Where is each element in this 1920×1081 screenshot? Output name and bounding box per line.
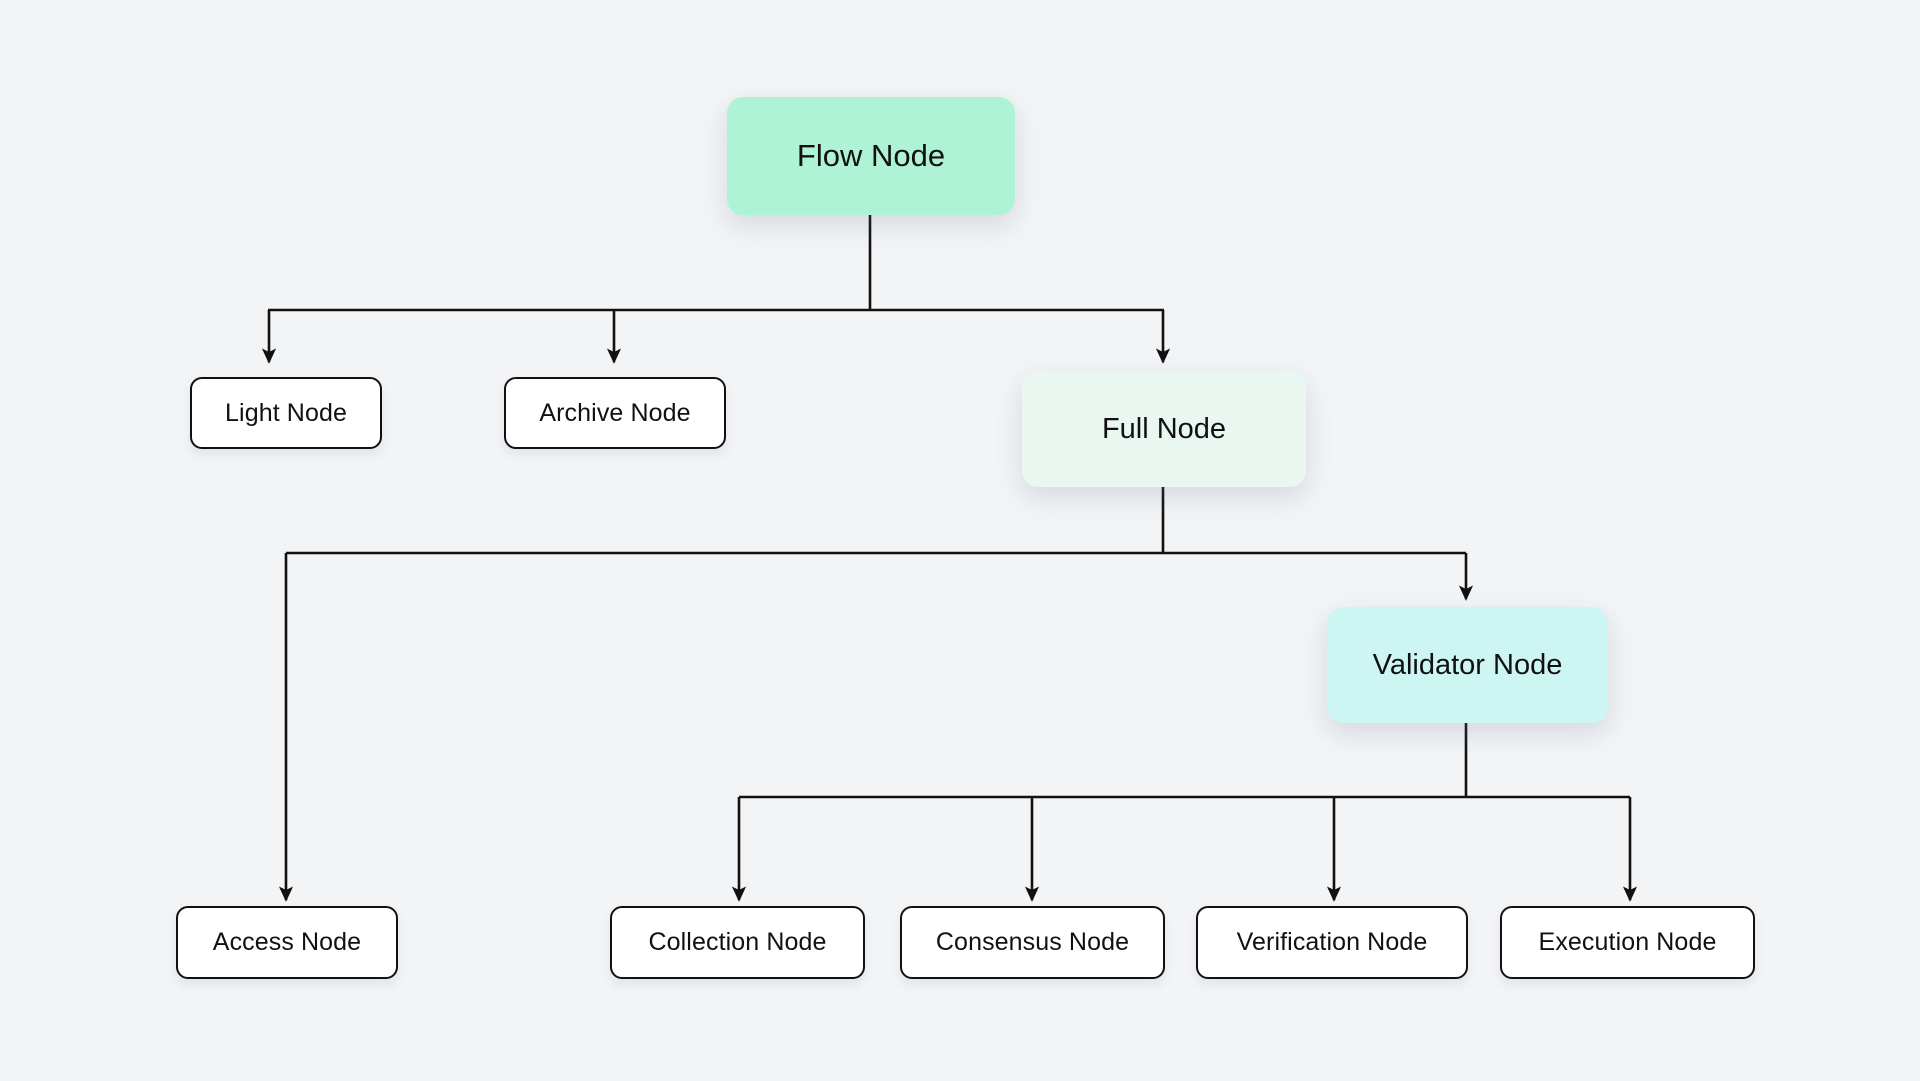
node-consensus-node[interactable]: Consensus Node xyxy=(900,906,1165,979)
node-access-node[interactable]: Access Node xyxy=(176,906,398,979)
edge-validator-to-children xyxy=(731,723,1638,902)
node-flow-node[interactable]: Flow Node xyxy=(727,97,1015,215)
node-label: Execution Node xyxy=(1538,928,1717,956)
node-archive-node[interactable]: Archive Node xyxy=(504,377,726,449)
node-label: Validator Node xyxy=(1372,648,1563,681)
node-collection-node[interactable]: Collection Node xyxy=(610,906,865,979)
node-verification-node[interactable]: Verification Node xyxy=(1196,906,1468,979)
node-label: Consensus Node xyxy=(935,928,1130,956)
node-full-node[interactable]: Full Node xyxy=(1022,371,1306,487)
node-label: Archive Node xyxy=(539,398,691,427)
node-validator-node[interactable]: Validator Node xyxy=(1327,607,1608,723)
edge-full-to-children xyxy=(278,487,1474,902)
node-label: Full Node xyxy=(1101,412,1227,445)
node-label: Collection Node xyxy=(648,928,827,956)
node-label: Light Node xyxy=(225,398,347,427)
node-label: Access Node xyxy=(212,928,362,956)
node-execution-node[interactable]: Execution Node xyxy=(1500,906,1755,979)
node-label: Flow Node xyxy=(796,138,946,173)
edge-flow-to-children xyxy=(261,215,1171,364)
node-label: Verification Node xyxy=(1236,928,1428,956)
node-light-node[interactable]: Light Node xyxy=(190,377,382,449)
